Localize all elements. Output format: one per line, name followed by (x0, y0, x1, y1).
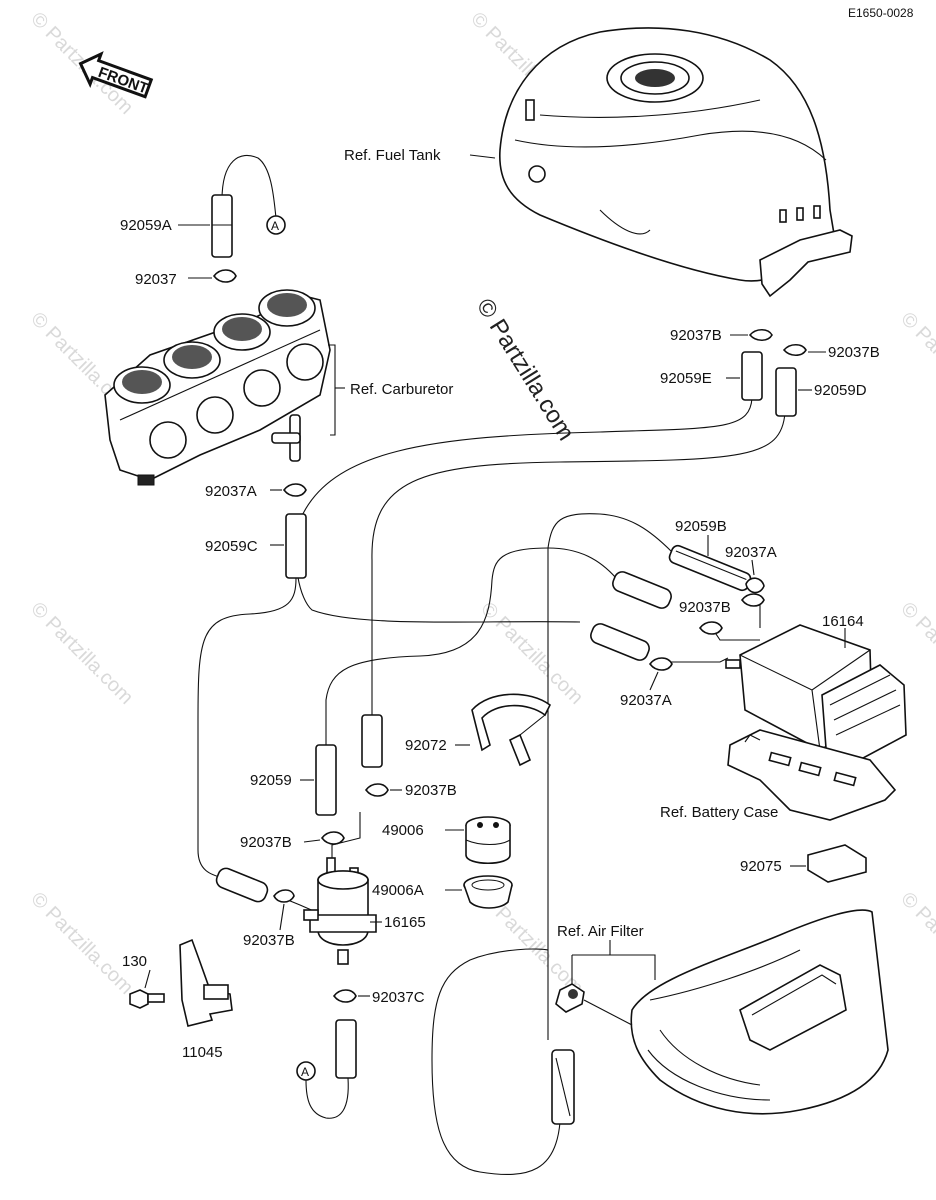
diagram-code: E1650-0028 (848, 6, 914, 20)
battery-case-bracket (727, 729, 897, 821)
part-92037C-label: 92037C (372, 989, 425, 1006)
part-92059B-label: 92059B (675, 518, 727, 535)
ref-carburetor-label: Ref. Carburetor (350, 381, 453, 398)
bolt-130 (129, 989, 165, 1009)
air-filter-housing (630, 909, 889, 1115)
part-92037B-1-label: 92037B (670, 327, 722, 344)
pad-92075 (807, 844, 867, 883)
clip-92037B-left (748, 328, 773, 342)
air-filter-elbow-fitting (555, 983, 585, 1013)
clamp-92072 (471, 693, 552, 767)
carburetor-assembly (104, 289, 331, 486)
bracket-11045 (179, 938, 233, 1027)
connector-mark-a-top (266, 215, 286, 235)
watermark-tile: © Partzilla.com (476, 598, 587, 709)
hose-upper-canister (612, 571, 672, 609)
clip-92037B-pump-bottom (273, 889, 295, 903)
hose-routing (197, 154, 786, 1175)
part-92037A-1-label: 92037A (205, 483, 257, 500)
clip-92037C (332, 989, 357, 1003)
hose-pump-inlet (215, 867, 269, 903)
hose-92059 (315, 744, 337, 816)
part-92037A-3-label: 92037A (620, 692, 672, 709)
clip-92037B-middle (698, 621, 723, 635)
part-92037B-3-label: 92037B (679, 599, 731, 616)
hose-pump-outlet (335, 1019, 357, 1079)
connector-mark-a-top-label: A (271, 219, 279, 233)
clip-92037B-pump-top (364, 783, 389, 797)
part-130-label: 130 (122, 953, 147, 970)
part-49006-label: 49006 (382, 822, 424, 839)
part-11045-label: 11045 (182, 1044, 223, 1061)
hose-lower-canister (590, 623, 650, 661)
watermark-main: © Partzilla.com (471, 294, 580, 445)
part-92059C-label: 92059C (205, 538, 258, 555)
part-92059E-label: 92059E (660, 370, 712, 387)
t-joint-fitting (271, 414, 301, 462)
part-92037B-6-label: 92037B (243, 932, 295, 949)
part-92037-label: 92037 (135, 271, 177, 288)
clip-92037A-lower (648, 657, 673, 671)
hose-92059-upper (361, 714, 383, 768)
part-92037B-4-label: 92037B (405, 782, 457, 799)
clip-92037 (212, 269, 237, 283)
watermark-tile: © Partzilla.com (896, 888, 936, 999)
part-49006A-label: 49006A (372, 882, 424, 899)
part-16165-label: 16165 (384, 914, 426, 931)
ref-air-filter-label: Ref. Air Filter (557, 923, 644, 940)
part-92072-label: 92072 (405, 737, 447, 754)
grommet-49006A (463, 875, 513, 909)
canister-16164 (725, 624, 907, 766)
hose-92059E (741, 351, 763, 401)
clip-92037B-upper (740, 593, 765, 607)
part-92059-label: 92059 (250, 772, 292, 789)
clip-92037B-pump-left (320, 831, 345, 845)
clip-92037B-right (782, 343, 807, 357)
connector-mark-a-bottom-label: A (301, 1065, 309, 1079)
fuel-tank (499, 27, 853, 298)
watermark-tile: © Partzilla.com (896, 308, 936, 419)
part-92037B-2-label: 92037B (828, 344, 880, 361)
connector-mark-a-bottom (296, 1061, 316, 1081)
watermark-tile: © Partzilla.com (26, 888, 137, 999)
part-92059A-label: 92059A (120, 217, 172, 234)
watermark-tile: © Partzilla.com (26, 598, 137, 709)
fuel-pump-16165 (303, 857, 377, 965)
part-16164-label: 16164 (822, 613, 864, 630)
clip-92037A-left (282, 483, 307, 497)
hose-92059C (285, 513, 307, 579)
part-92037B-5-label: 92037B (240, 834, 292, 851)
part-92037A-2-label: 92037A (725, 544, 777, 561)
clip-92037A-upper (745, 577, 765, 594)
ref-fuel-tank-label: Ref. Fuel Tank (344, 147, 441, 164)
damper-49006 (465, 816, 511, 864)
ref-battery-case-label: Ref. Battery Case (660, 804, 778, 821)
part-92075-label: 92075 (740, 858, 782, 875)
part-92059D-label: 92059D (814, 382, 867, 399)
hose-92059D (775, 367, 797, 417)
hose-92059A (211, 194, 233, 258)
